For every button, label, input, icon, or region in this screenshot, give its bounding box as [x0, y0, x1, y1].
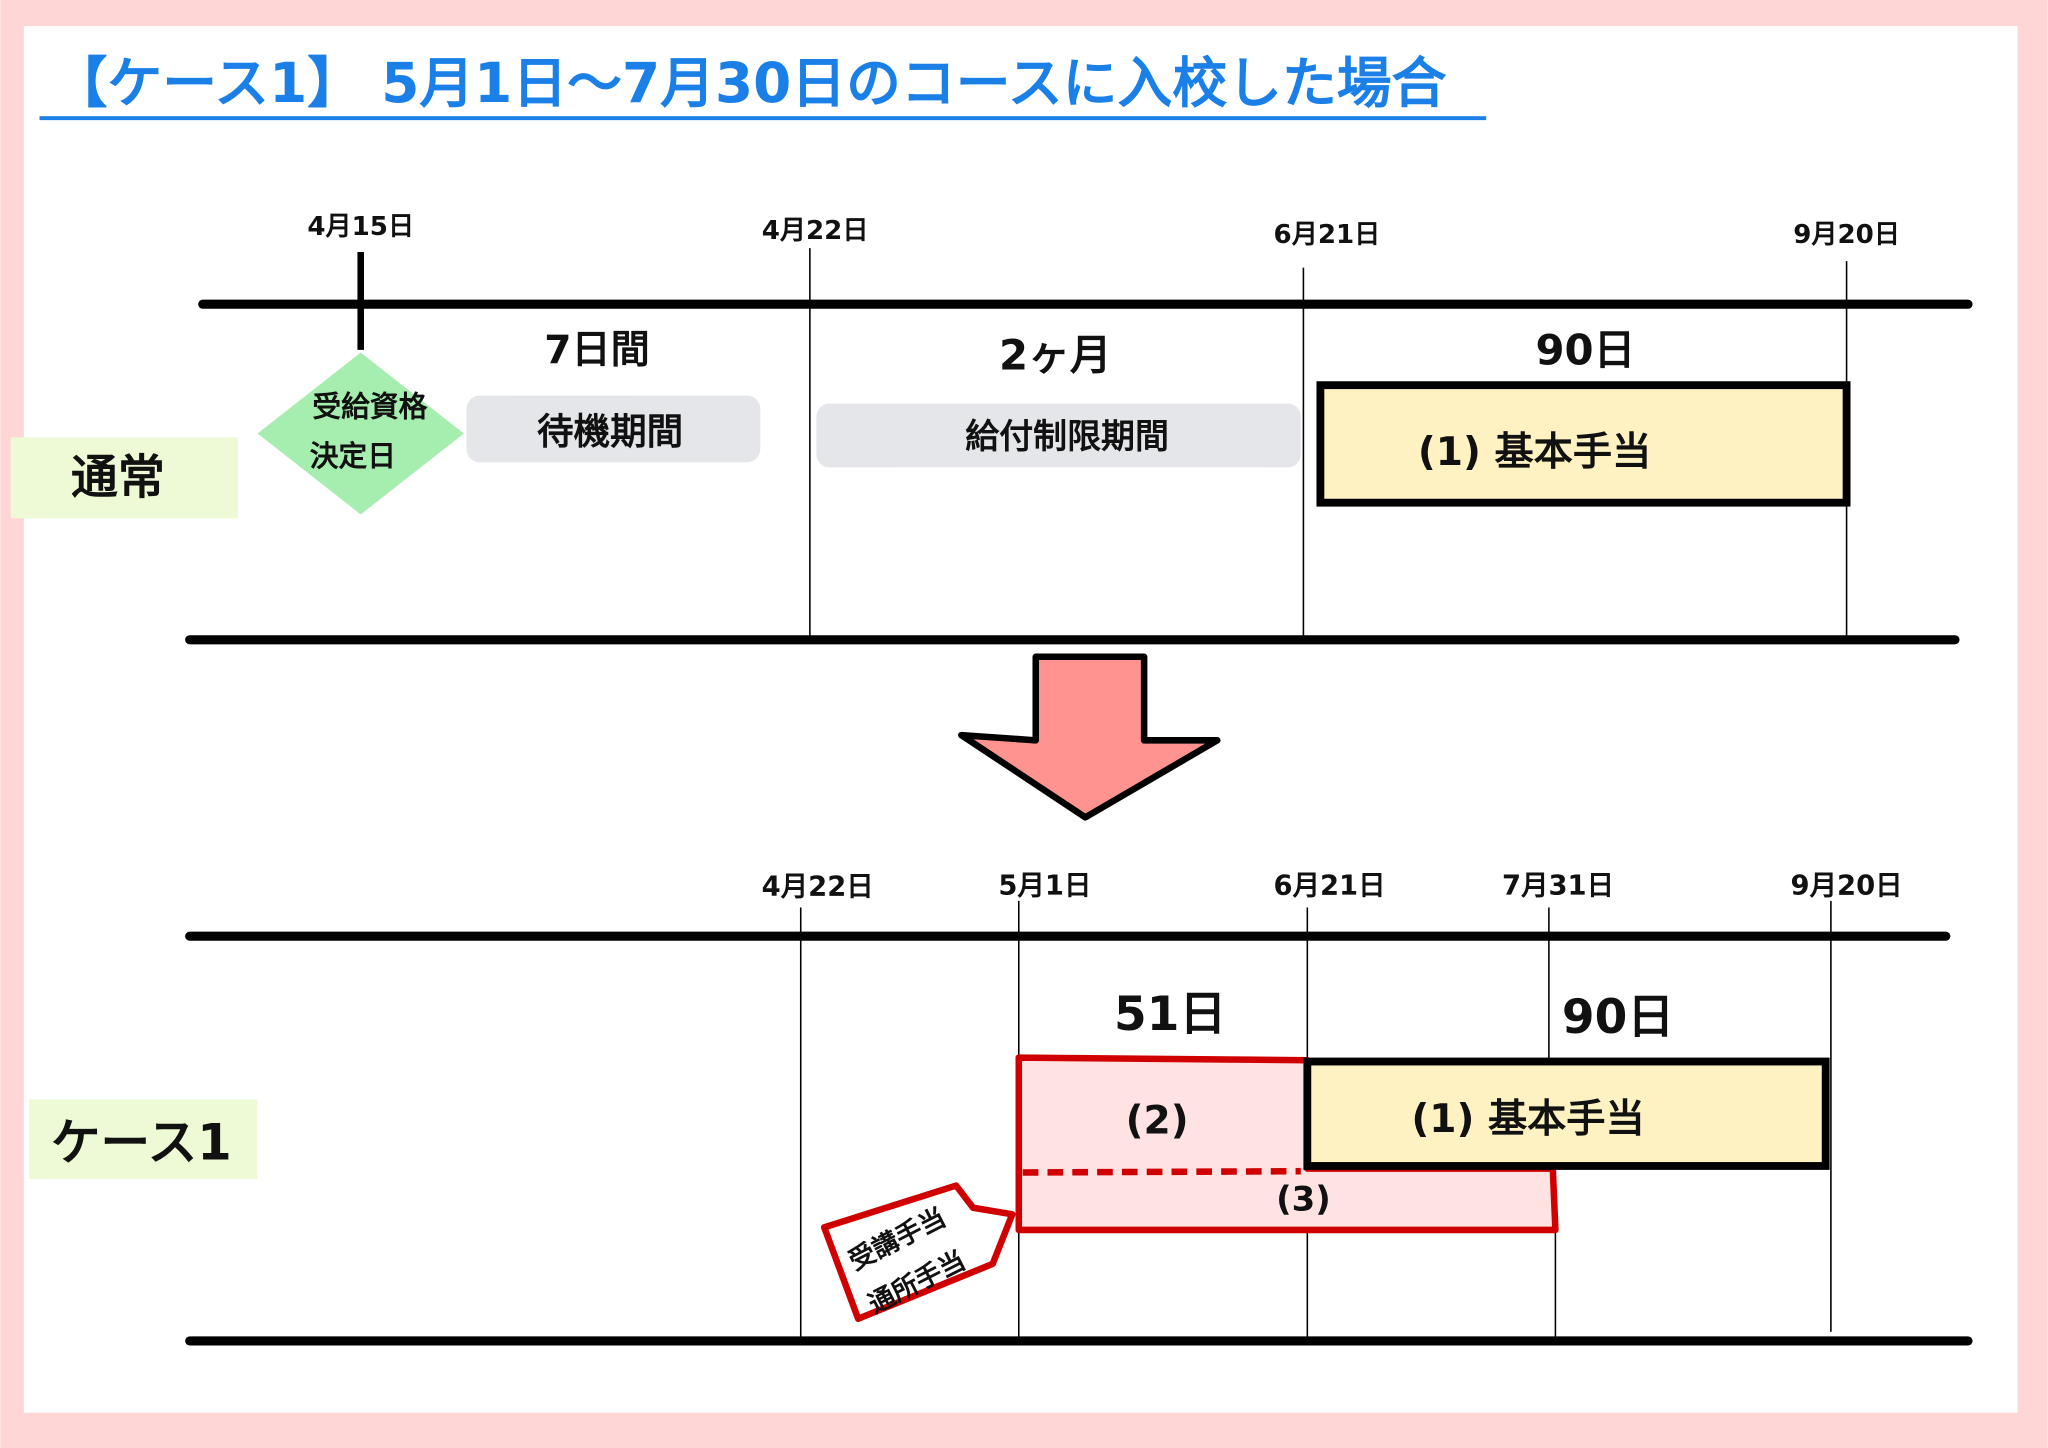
date-label: 6月21日 [1274, 870, 1386, 901]
label-3: (3) [1276, 1179, 1331, 1219]
duration-label: 51日 [1114, 987, 1226, 1042]
row-label-case1: ケース1 [51, 1113, 232, 1171]
title-underline [39, 116, 1487, 121]
basic-allowance-box [1303, 1057, 1830, 1170]
row-label-bg [10, 437, 238, 519]
period-label: 給付制限期間 [965, 417, 1169, 457]
period-label: 待機期間 [537, 410, 683, 453]
basic-allowance-label: (1) 基本手当 [1411, 1097, 1644, 1142]
date-label: 9月20日 [1791, 870, 1903, 901]
duration-label: 90日 [1562, 990, 1674, 1045]
decision-label: 決定日 [310, 439, 396, 473]
tag-shape [820, 1182, 1016, 1323]
date-label: 4月22日 [762, 872, 874, 903]
row-label-normal: 通常 [71, 451, 165, 506]
date-label: 4月22日 [762, 216, 869, 246]
down-arrow-icon [958, 653, 1221, 821]
waiting-period-box [466, 395, 761, 463]
period-label: (1) 基本手当 [1418, 430, 1651, 475]
date-label: 7月31日 [1502, 870, 1614, 901]
label-2: (2) [1126, 1098, 1189, 1143]
date-label: 9月20日 [1793, 220, 1900, 250]
row-label-bg [29, 1099, 258, 1180]
normal-timeline: 通常 4月15日 4月22日 6月21日 9月20日 受給資格 決定日 7日間 … [10, 212, 1973, 645]
date-label: 4月15日 [307, 212, 414, 242]
page-title: 【ケース1】 5月1日〜7月30日のコースに入校した場合 [53, 51, 1447, 115]
case1-timeline: ケース1 4月22日 5月1日 6月21日 7月31日 9月20日 51日 90… [29, 870, 1973, 1346]
allowance-tag: 受講手当 通所手当 [820, 1182, 1016, 1323]
decision-diamond [257, 352, 464, 515]
duration-label: 2ヶ月 [999, 331, 1112, 380]
date-label: 5月1日 [998, 870, 1091, 901]
dashed-divider [1022, 1167, 1301, 1176]
decision-label: 受給資格 [312, 390, 427, 424]
date-label: 6月21日 [1274, 220, 1381, 250]
duration-label: 7日間 [544, 328, 650, 373]
restriction-period-box [816, 403, 1301, 468]
duration-label: 90日 [1535, 325, 1635, 374]
basic-allowance-box [1316, 381, 1851, 507]
